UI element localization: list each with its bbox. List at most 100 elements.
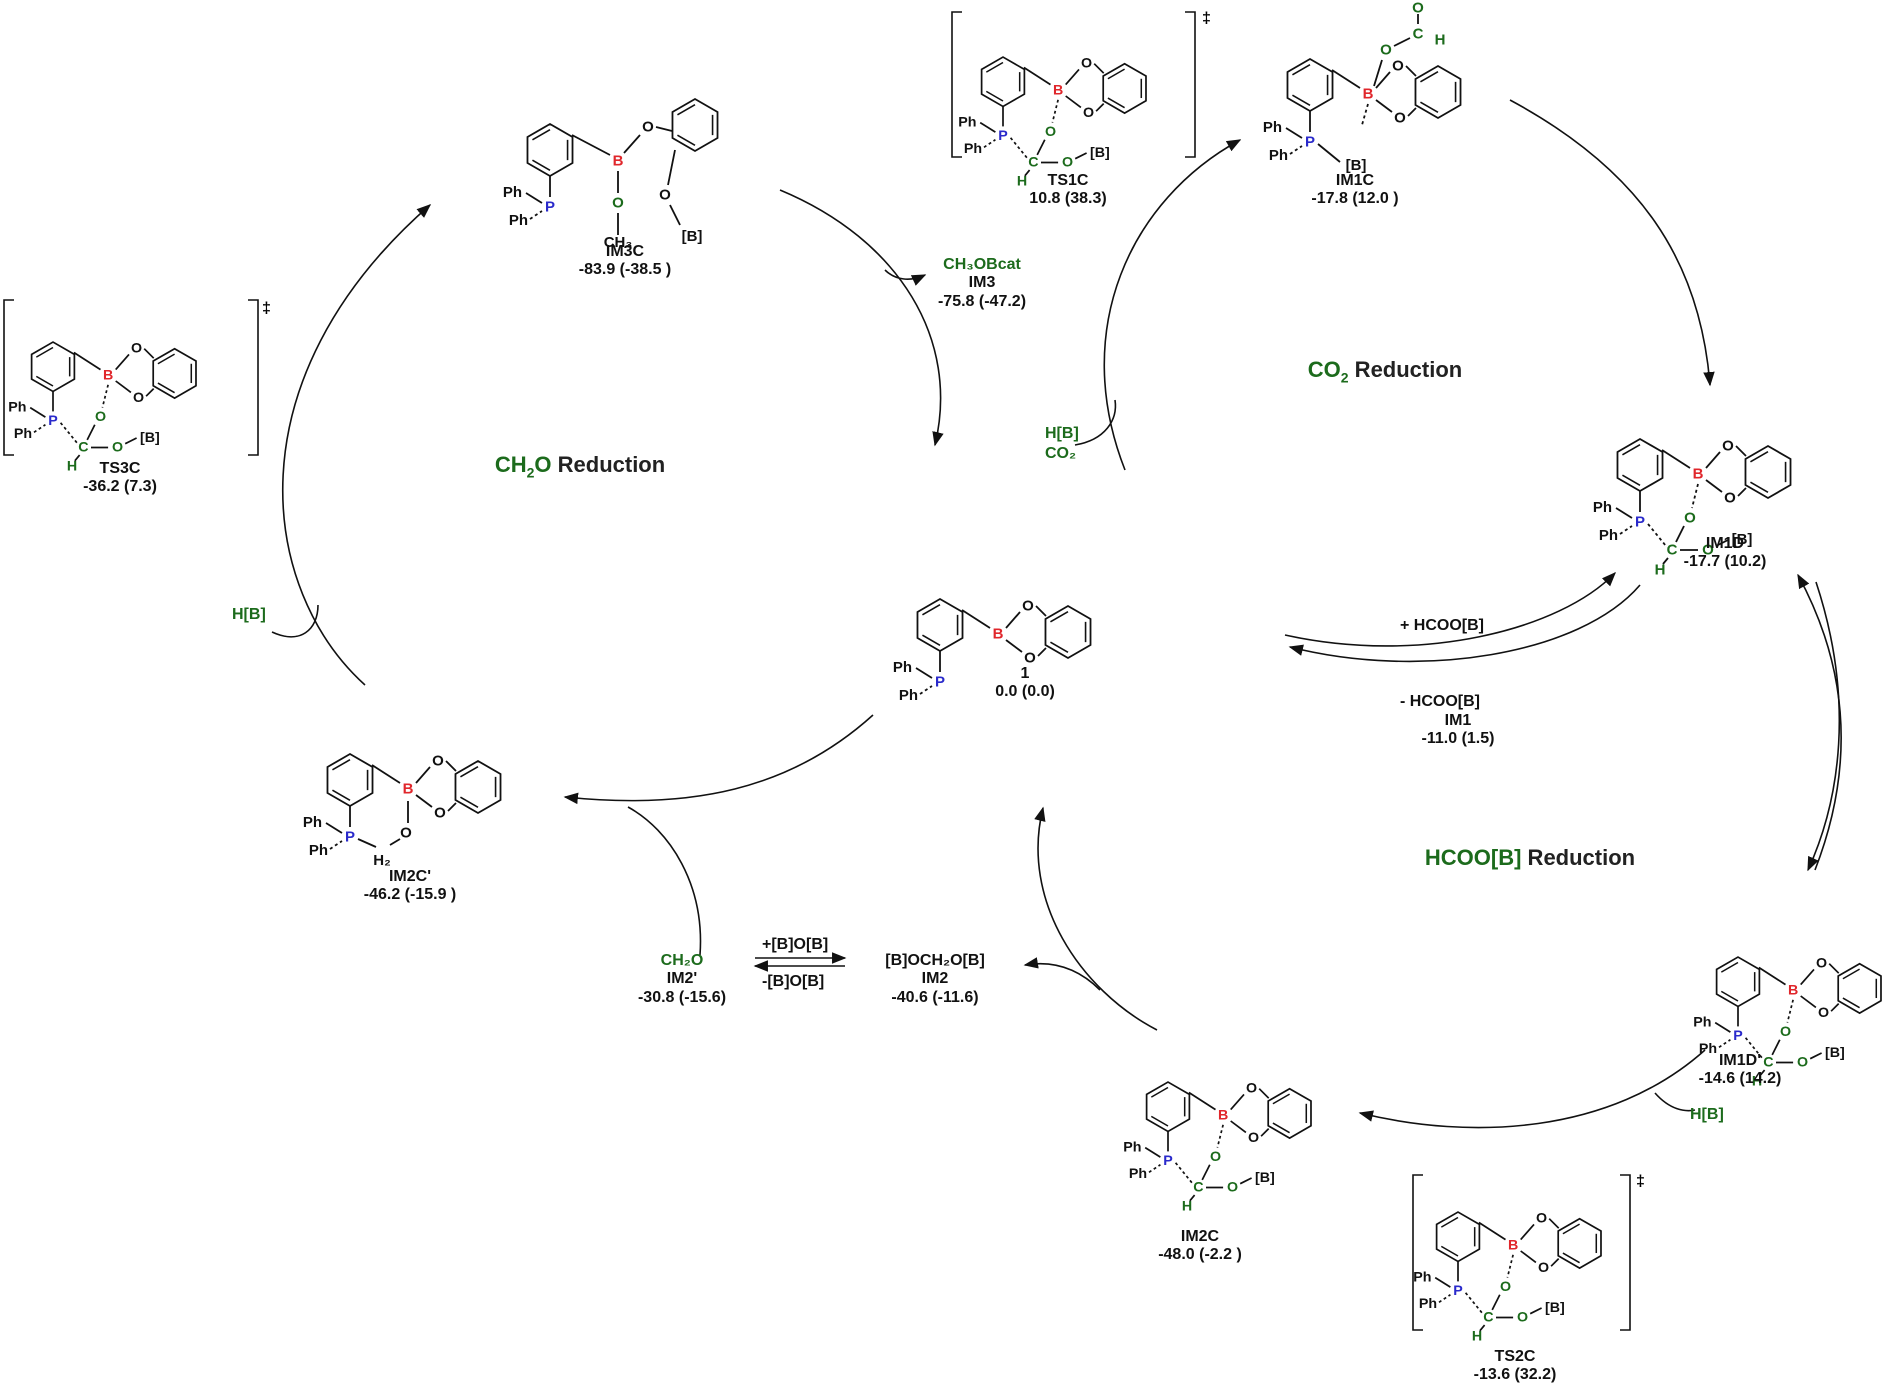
oxygen-atom: O	[95, 409, 106, 425]
oxygen-atom: O	[1024, 650, 1036, 667]
arrow-im2c-to-im2	[1023, 957, 1101, 991]
phenyl-label: Ph	[1123, 1139, 1141, 1155]
oxygen-atom: O	[659, 187, 671, 204]
arrow-im1dp-to-im1d-b	[1797, 573, 1842, 871]
phenyl-label: Ph	[1699, 1041, 1717, 1057]
phenyl-label: Ph	[503, 184, 522, 201]
carbon-atom: C	[78, 440, 88, 456]
oxygen-atom: O	[1412, 0, 1424, 17]
bracket-ts1c-right	[1185, 11, 1196, 158]
oxygen-atom: O	[1724, 490, 1736, 507]
bracket-ts3c-right	[248, 299, 259, 456]
phenyl-label: Ph	[303, 814, 322, 831]
reagent-hb-co2: H[B]CO₂	[1045, 425, 1079, 462]
dagger-ts3c: ‡	[262, 300, 271, 317]
borane-label: [B]	[1545, 1300, 1565, 1316]
carbon-atom: C	[1667, 542, 1678, 559]
co2-cycle-title: CO2 Reduction	[1307, 357, 1463, 386]
cycle-arrows	[271, 99, 1842, 1129]
species-im3-label: CH₃OBcat IM3-75.8 (-47.2)	[937, 256, 1027, 310]
arrow-1-to-ts1c	[1103, 139, 1242, 471]
curl-hb-left	[271, 604, 319, 638]
bracket-ts1c-left	[951, 11, 962, 158]
reagent-hb-right: H[B]	[1690, 1106, 1724, 1123]
borane-label: [B]	[1732, 531, 1753, 548]
species-ts2c-label: TS2C-13.6 (32.2)	[1473, 1348, 1557, 1384]
reagent-hb-left: H[B]	[232, 606, 266, 623]
boron-atom: B	[403, 781, 414, 798]
hcoob-cycle-title: HCOO[B] Reduction	[1424, 845, 1636, 870]
phenyl-label: Ph	[8, 399, 26, 415]
arrow-im2cp-to-ts3c	[281, 204, 432, 686]
carbon-atom: C	[1483, 1310, 1493, 1326]
ts-brackets	[3, 11, 1631, 1331]
borane-label: [B]	[1090, 145, 1110, 161]
phenyl-label: Ph	[509, 212, 528, 229]
arrow-im2c-to-1	[1034, 806, 1158, 1031]
species-im1dp-label: IM1D'-14.6 (14.2)	[1698, 1052, 1782, 1088]
hydrogen-atom: H	[1472, 1329, 1482, 1345]
oxygen-atom: O	[1081, 56, 1092, 72]
phosphorus-atom: P	[1305, 134, 1315, 151]
hydrogen-atom: H	[1752, 1074, 1762, 1090]
boron-atom: B	[103, 367, 113, 383]
oxygen-atom: O	[1227, 1180, 1238, 1196]
species-im2-label: [B]OCH₂O[B] IM2-40.6 (-11.6)	[885, 952, 985, 1006]
phenyl-label: Ph	[964, 141, 982, 157]
species-im3c-label: IM3C-83.9 (-38.5 )	[578, 243, 672, 279]
reagent-minus-hcoob: - HCOO[B]	[1400, 693, 1480, 710]
phenyl-label: Ph	[1693, 1014, 1711, 1030]
arrow-im1dp-to-im2c	[1358, 1049, 1706, 1129]
phenyl-label: Ph	[14, 426, 32, 442]
reagent-plus-bob: +[B]O[B]	[762, 936, 829, 953]
oxygen-atom: O	[1517, 1310, 1528, 1326]
boron-atom: B	[1363, 86, 1374, 103]
carbon-atom: C	[1028, 155, 1038, 171]
oxygen-atom: O	[133, 390, 144, 406]
oxygen-atom: O	[112, 440, 123, 456]
phenyl-label: Ph	[899, 687, 918, 704]
oxygen-atom: O	[1246, 1081, 1257, 1097]
oxygen-atom: O	[1045, 124, 1056, 140]
borane-label: [B]	[682, 228, 703, 245]
phenyl-label: Ph	[1269, 147, 1288, 164]
bracket-ts2c-left	[1412, 1174, 1423, 1331]
bracket-ts3c-left	[3, 299, 14, 456]
reagent-plus-hcoob: + HCOO[B]	[1400, 617, 1484, 634]
phosphorus-atom: P	[1733, 1028, 1743, 1044]
arrow-im2p-to-im2cp	[627, 806, 702, 956]
phenyl-label: Ph	[1413, 1269, 1431, 1285]
oxygen-atom: O	[432, 753, 444, 770]
oxygen-atom: O	[1394, 110, 1406, 127]
curl-im3-out	[884, 269, 927, 286]
oxygen-atom: O	[1022, 598, 1034, 615]
oxygen-atom: O	[612, 195, 624, 212]
oxygen-atom: O	[1818, 1005, 1829, 1021]
hydrogen-atom: H	[1182, 1199, 1192, 1215]
oxygen-atom: O	[400, 825, 412, 842]
species-im1-label: IM1-11.0 (1.5)	[1421, 712, 1495, 748]
phenyl-label: Ph	[958, 114, 976, 130]
curl-hb-co2	[1074, 399, 1117, 446]
oxygen-atom: O	[131, 341, 142, 357]
oxygen-atom: O	[434, 805, 446, 822]
hydrogen-atom: H	[1435, 32, 1446, 49]
species-im2cp-label: IM2C'-46.2 (-15.9 )	[363, 868, 457, 904]
carbon-atom: C	[1763, 1055, 1773, 1071]
arrow-im1d-to-1-lower	[1288, 584, 1641, 663]
dagger-ts1c: ‡	[1202, 10, 1211, 27]
oxygen-atom: O	[1083, 105, 1094, 121]
borane-label: [B]	[1255, 1170, 1275, 1186]
carbon-atom: C	[1413, 26, 1424, 43]
hydrogen-atom: H	[1655, 562, 1666, 579]
boron-atom: B	[1218, 1107, 1228, 1123]
species-im2p-label: CH₂O IM2'-30.8 (-15.6)	[637, 952, 727, 1006]
